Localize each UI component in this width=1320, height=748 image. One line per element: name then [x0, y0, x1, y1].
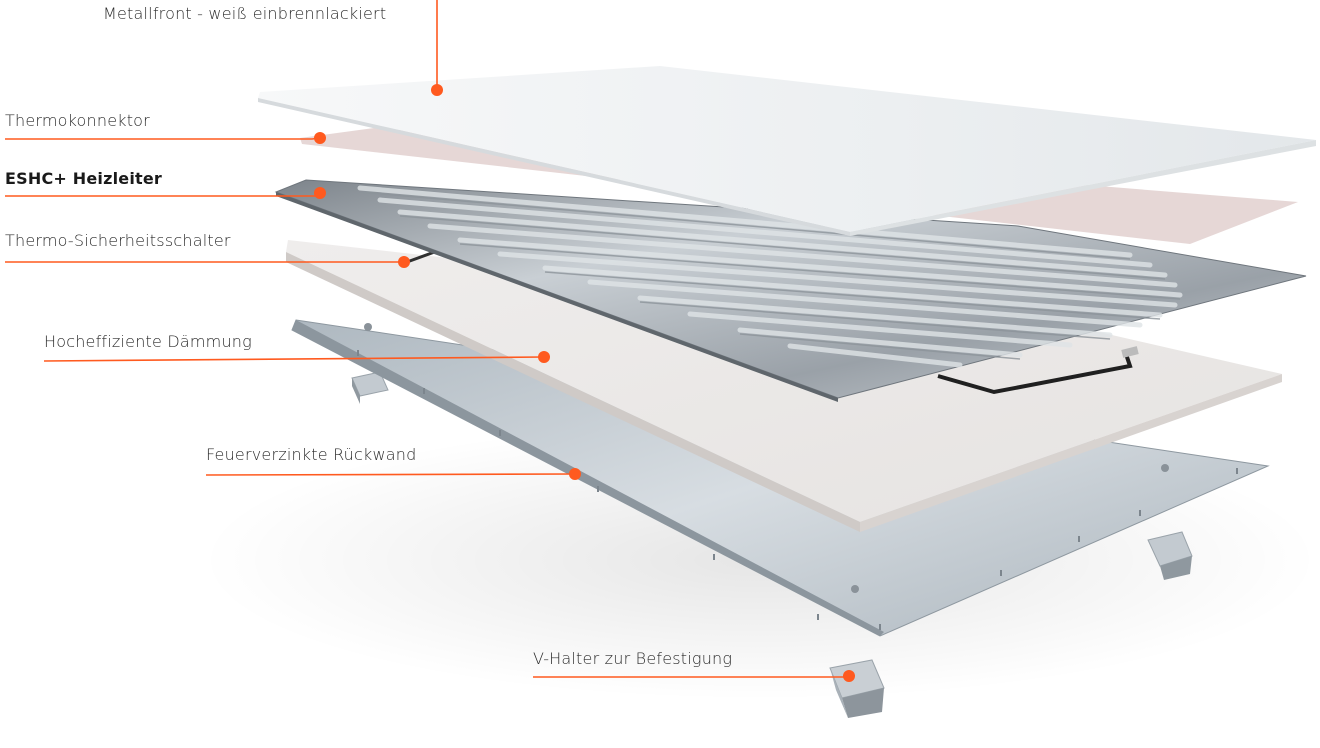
heating-conductor-sheet: [274, 179, 1307, 402]
v-holder-left: [351, 371, 389, 404]
marker-dot-thermokonnektor: [314, 132, 326, 144]
v-holder-right: [1147, 531, 1193, 580]
marker-dot-vhalter: [843, 670, 855, 682]
label-thermokonnektor: Thermokonnektor: [5, 111, 150, 130]
label-vhalter: V-Halter zur Befestigung: [533, 649, 733, 668]
label-heizleiter: ESHC+ Heizleiter: [5, 169, 163, 188]
v-holder-front: [829, 659, 885, 718]
marker-dot-sicherheitsschalter: [398, 256, 410, 268]
marker-dot-rueckwand: [569, 468, 581, 480]
label-metallfront: Metallfront - weiß einbrennlackiert: [103, 4, 387, 23]
label-daemmung: Hocheffiziente Dämmung: [44, 332, 252, 351]
label-sicherheitsschalter: Thermo-Sicherheitsschalter: [5, 231, 231, 250]
label-rueckwand: Feuerverzinkte Rückwand: [206, 445, 417, 464]
marker-dot-heizleiter: [314, 187, 326, 199]
marker-dot-daemmung: [538, 351, 550, 363]
marker-dots: [314, 84, 855, 682]
metal-front-panel: [258, 66, 1316, 236]
marker-dot-metallfront: [431, 84, 443, 96]
